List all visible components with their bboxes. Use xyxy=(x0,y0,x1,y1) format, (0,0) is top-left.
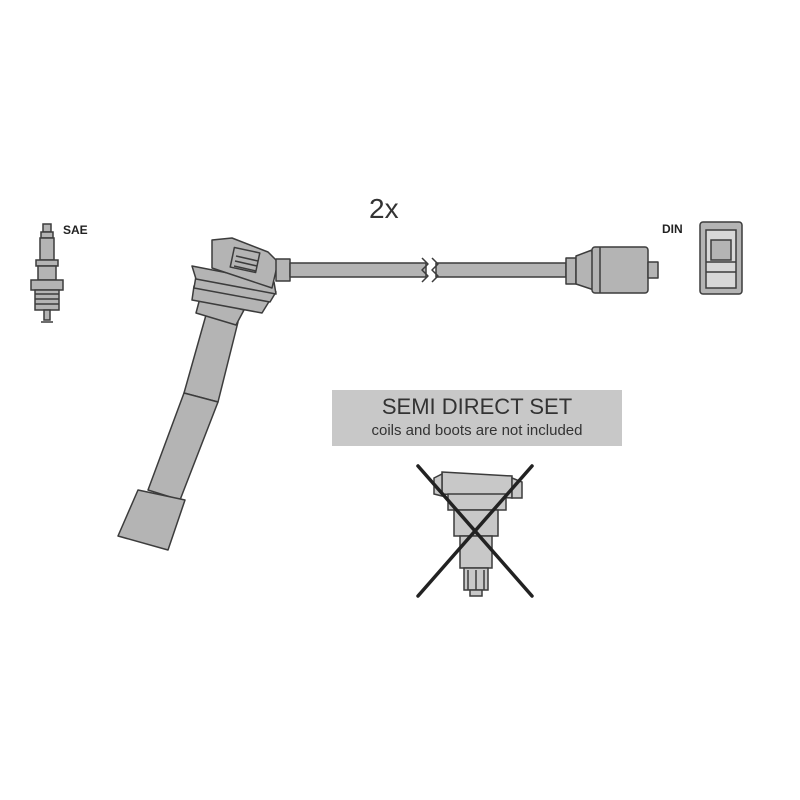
not-included-cross-icon xyxy=(416,464,534,598)
spark-plug-icon xyxy=(30,223,64,323)
din-terminal-icon xyxy=(699,221,743,295)
sae-label: SAE xyxy=(63,223,88,237)
din-label: DIN xyxy=(662,222,683,236)
notice-subtitle: coils and boots are not included xyxy=(371,422,583,439)
notice-box: SEMI DIRECT SET coils and boots are not … xyxy=(332,390,622,446)
ignition-cable xyxy=(117,237,659,551)
quantity-label: 2x xyxy=(369,193,399,224)
notice-title: SEMI DIRECT SET xyxy=(381,394,573,419)
